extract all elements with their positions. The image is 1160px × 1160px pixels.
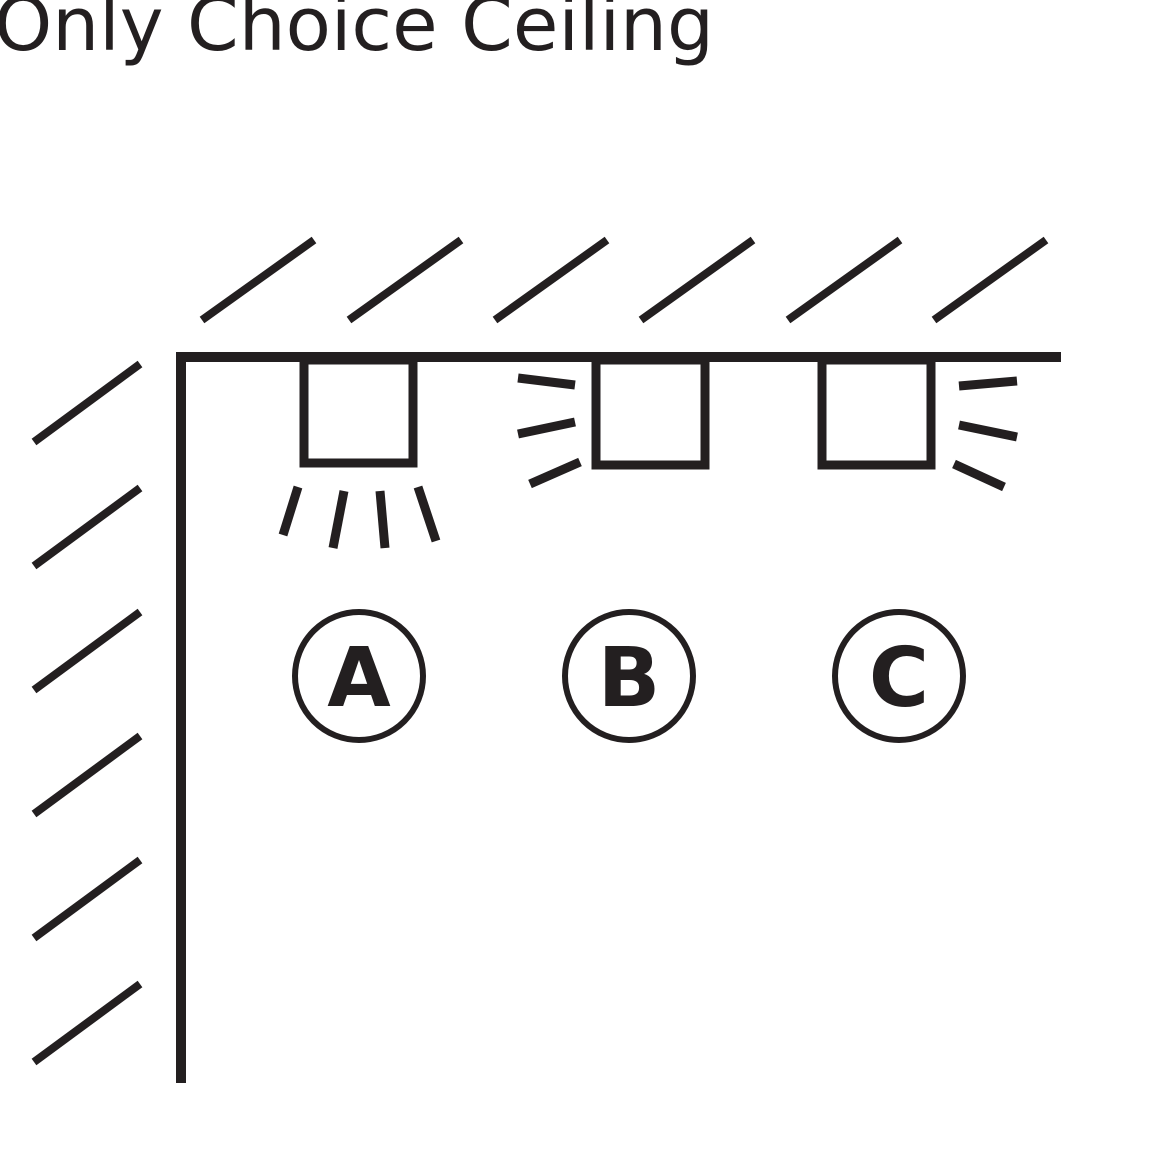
fixture-box xyxy=(817,355,936,470)
wall-hatch-line xyxy=(31,856,143,942)
wall-hatch-line xyxy=(31,484,143,570)
ceiling-hatch-line xyxy=(931,236,1049,324)
beam-lines-left xyxy=(517,373,582,489)
light-fixture-b xyxy=(517,355,710,489)
option-c-label[interactable]: C xyxy=(869,631,929,726)
wall-hatch-line xyxy=(31,732,143,818)
option-a-circle[interactable] xyxy=(292,609,426,743)
wall-hatch-line xyxy=(31,360,143,446)
beam-lines-down xyxy=(278,485,441,549)
option-c-circle[interactable] xyxy=(832,609,966,743)
diagram-title: Only Choice Ceiling xyxy=(0,0,714,68)
ceiling-hatching xyxy=(199,236,1049,324)
ceiling-hatch-line xyxy=(785,236,903,324)
light-fixture-c xyxy=(817,355,1018,492)
wall-hatch-line xyxy=(31,980,143,1066)
fixture-box xyxy=(591,355,710,470)
ceiling-hatch-line xyxy=(199,236,317,324)
wall-hatching xyxy=(31,360,143,1066)
option-b-circle[interactable] xyxy=(562,609,696,743)
ceiling-hatch-line xyxy=(638,236,756,324)
light-fixture-a xyxy=(278,355,441,549)
fixture-box xyxy=(299,355,418,468)
option-b-label[interactable]: B xyxy=(598,631,661,726)
beam-lines-right xyxy=(952,376,1018,492)
ceiling-hatch-line xyxy=(492,236,610,324)
wall-hatch-line xyxy=(31,608,143,694)
ceiling-hatch-line xyxy=(346,236,464,324)
option-a-label[interactable]: A xyxy=(327,631,391,726)
